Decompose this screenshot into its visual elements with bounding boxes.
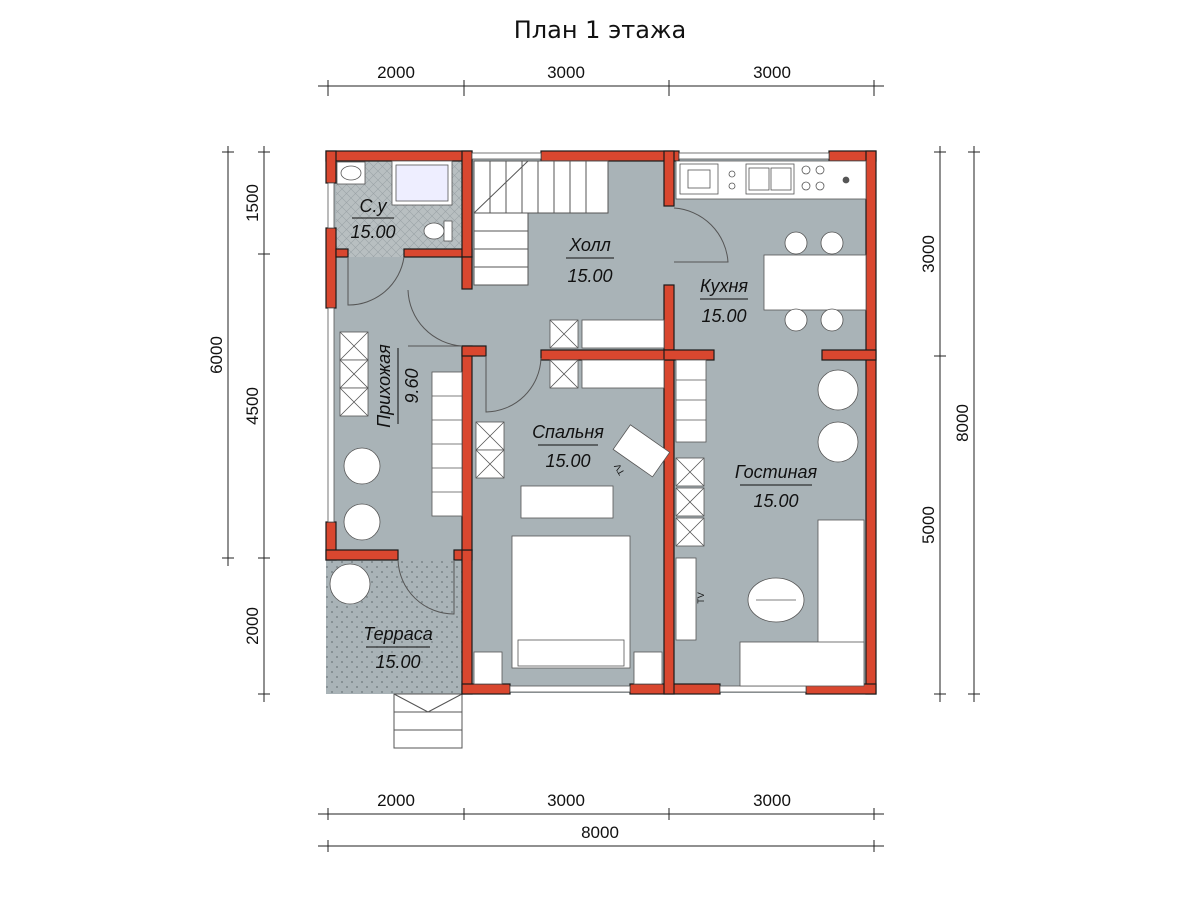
terrace-chair [329,563,371,605]
bedroom-chair [612,424,671,478]
chair-entrance-1 [343,447,381,485]
room-area-hall: 15.00 [567,266,612,286]
dim-top-1: 2000 [377,63,415,82]
room-name-kitchen: Кухня [700,276,748,296]
dim-bottom-3: 3000 [753,791,791,810]
wardrobe-living [675,359,707,443]
terrace-fixtures [329,563,371,605]
dim-top-2: 3000 [547,63,585,82]
chair-entrance-2 [343,503,381,541]
armchair-2 [817,421,859,463]
tv-label-living: TV [696,592,706,604]
room-area-terrace: 15.00 [375,652,420,672]
plan-title: План 1 этажа [513,16,687,44]
porch-steps [393,693,463,749]
dining-table [763,254,867,311]
room-label-kitchen: Кухня 15.00 [700,276,748,326]
room-name-terrace: Терраса [363,624,432,644]
room-name-hall: Холл [568,235,611,255]
dim-bottom-total: 8000 [581,823,619,842]
room-area-entrance: 9.60 [402,368,422,403]
stairs [473,160,609,286]
room-name-bedroom: Спальня [532,422,604,442]
door-bathroom [347,256,405,306]
dim-left-outer: 6000 [207,336,226,374]
dim-bottom-2: 3000 [547,791,585,810]
room-label-terrace: Терраса 15.00 [363,624,432,672]
dim-right-2: 5000 [919,506,938,544]
room-area-bedroom: 15.00 [545,451,590,471]
room-name-bathroom: С.у [360,196,388,216]
room-area-bathroom: 15.00 [350,222,395,242]
room-name-living: Гостиная [735,462,818,482]
toilet-tank [443,220,453,242]
room-label-bedroom: Спальня 15.00 [532,422,604,471]
windows [327,152,830,693]
living-fixtures [675,359,865,687]
dim-right-1: 3000 [919,235,938,273]
armchair-1 [817,369,859,411]
doors [347,207,729,615]
kitchen-fixtures [675,160,867,332]
dining-chairs [784,231,844,332]
room-label-hall: Холл 15.00 [566,235,614,286]
room-area-living: 15.00 [753,491,798,511]
entrance-fixtures [339,331,463,541]
tv-label-bedroom: TV [612,462,626,477]
room-label-living: Гостиная 15.00 [735,462,818,511]
dimension-lines [222,80,980,852]
bathroom-fixtures [336,160,453,242]
dim-left-1: 1500 [243,184,262,222]
dim-top-3: 3000 [753,63,791,82]
room-area-kitchen: 15.00 [701,306,746,326]
dim-right-outer: 8000 [953,404,972,442]
hall-bedroom-fixtures [473,319,671,685]
bedroom-desk [520,485,614,519]
sofa-corner [739,641,865,687]
dim-left-2: 4500 [243,387,262,425]
tv-stand [675,557,697,641]
room-name-entrance: Прихожая [374,344,394,428]
dim-left-3: 2000 [243,607,262,645]
door-entrance [407,289,463,347]
room-label-entrance: Прихожая 9.60 [374,344,422,428]
toilet-bowl [423,222,445,240]
dim-bottom-1: 2000 [377,791,415,810]
door-terrace [397,559,455,615]
room-label-bathroom: С.у 15.00 [350,196,395,242]
door-kitchen [673,207,729,263]
door-bedroom [485,356,542,413]
